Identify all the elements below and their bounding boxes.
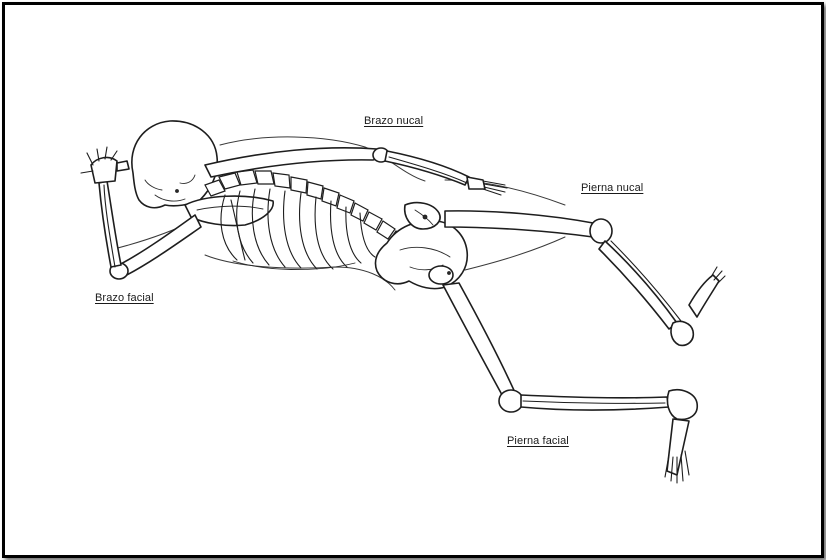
label-brazo-nucal: Brazo nucal xyxy=(364,115,423,127)
label-pierna-nucal: Pierna nucal xyxy=(581,182,643,194)
label-pierna-facial: Pierna facial xyxy=(507,435,569,447)
skull xyxy=(132,121,217,208)
label-brazo-facial: Brazo facial xyxy=(95,292,154,304)
pierna-nucal-leg xyxy=(445,211,725,346)
skeleton-illustration xyxy=(5,5,821,555)
